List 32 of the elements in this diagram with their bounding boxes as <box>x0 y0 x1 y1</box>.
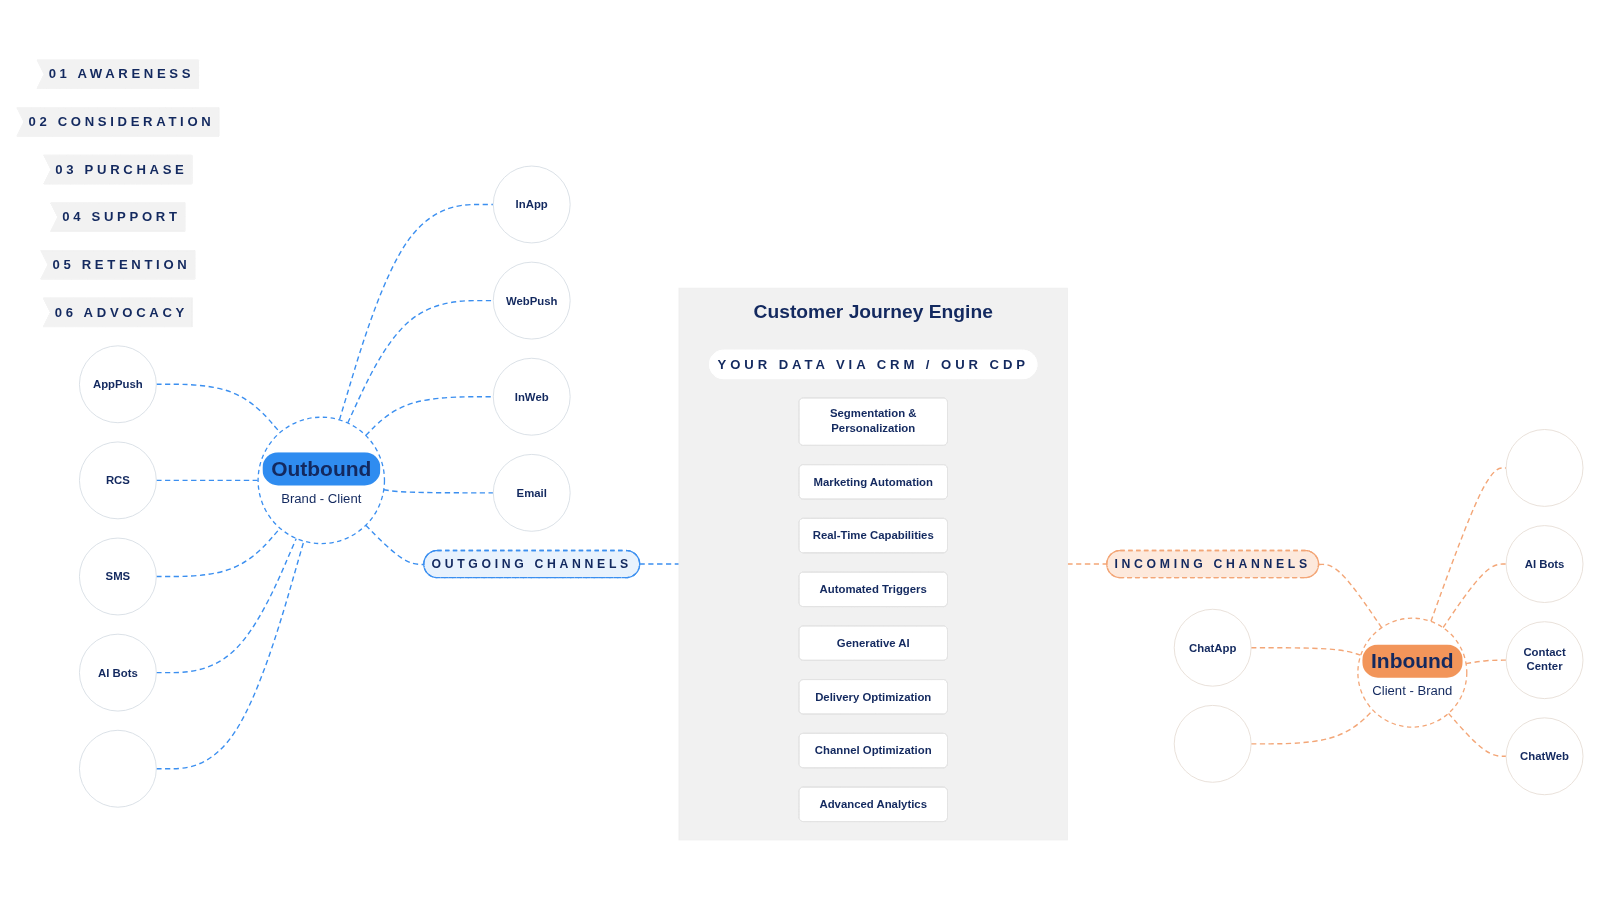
connector <box>1447 712 1507 757</box>
node-circle: AI Bots <box>79 633 157 712</box>
connector <box>1250 647 1362 656</box>
connector <box>155 540 305 770</box>
connector <box>338 203 494 421</box>
connector <box>155 479 259 482</box>
node-circle: ChatApp <box>1173 608 1252 687</box>
connector <box>1066 563 1108 565</box>
connector <box>1465 659 1507 665</box>
connector <box>1318 563 1383 629</box>
node-circle: Email <box>492 453 571 532</box>
connector <box>1442 563 1507 629</box>
node-circle: WebPush <box>492 261 571 340</box>
node-circle: AppPush <box>79 345 157 424</box>
connector <box>347 299 494 424</box>
connector <box>383 489 494 494</box>
node-circle: SMS <box>79 537 157 616</box>
connector <box>155 537 297 674</box>
node-circle <box>1173 704 1252 783</box>
connector <box>1430 467 1507 623</box>
node-circle <box>1505 429 1584 507</box>
node-circle: Outbound Brand - Client <box>257 416 386 545</box>
node-circle: Contact Center <box>1505 621 1584 700</box>
node-circle: RCS <box>79 441 157 520</box>
node-circle: InWeb <box>492 357 571 436</box>
node-circle: ChatWeb <box>1505 717 1584 796</box>
connector <box>365 524 425 566</box>
node-circle <box>79 729 157 808</box>
node-circle: Inbound Client - Brand <box>1357 617 1468 728</box>
node-circle: AI Bots <box>1505 525 1584 603</box>
connector <box>365 396 494 437</box>
node-circle: InApp <box>492 165 571 244</box>
